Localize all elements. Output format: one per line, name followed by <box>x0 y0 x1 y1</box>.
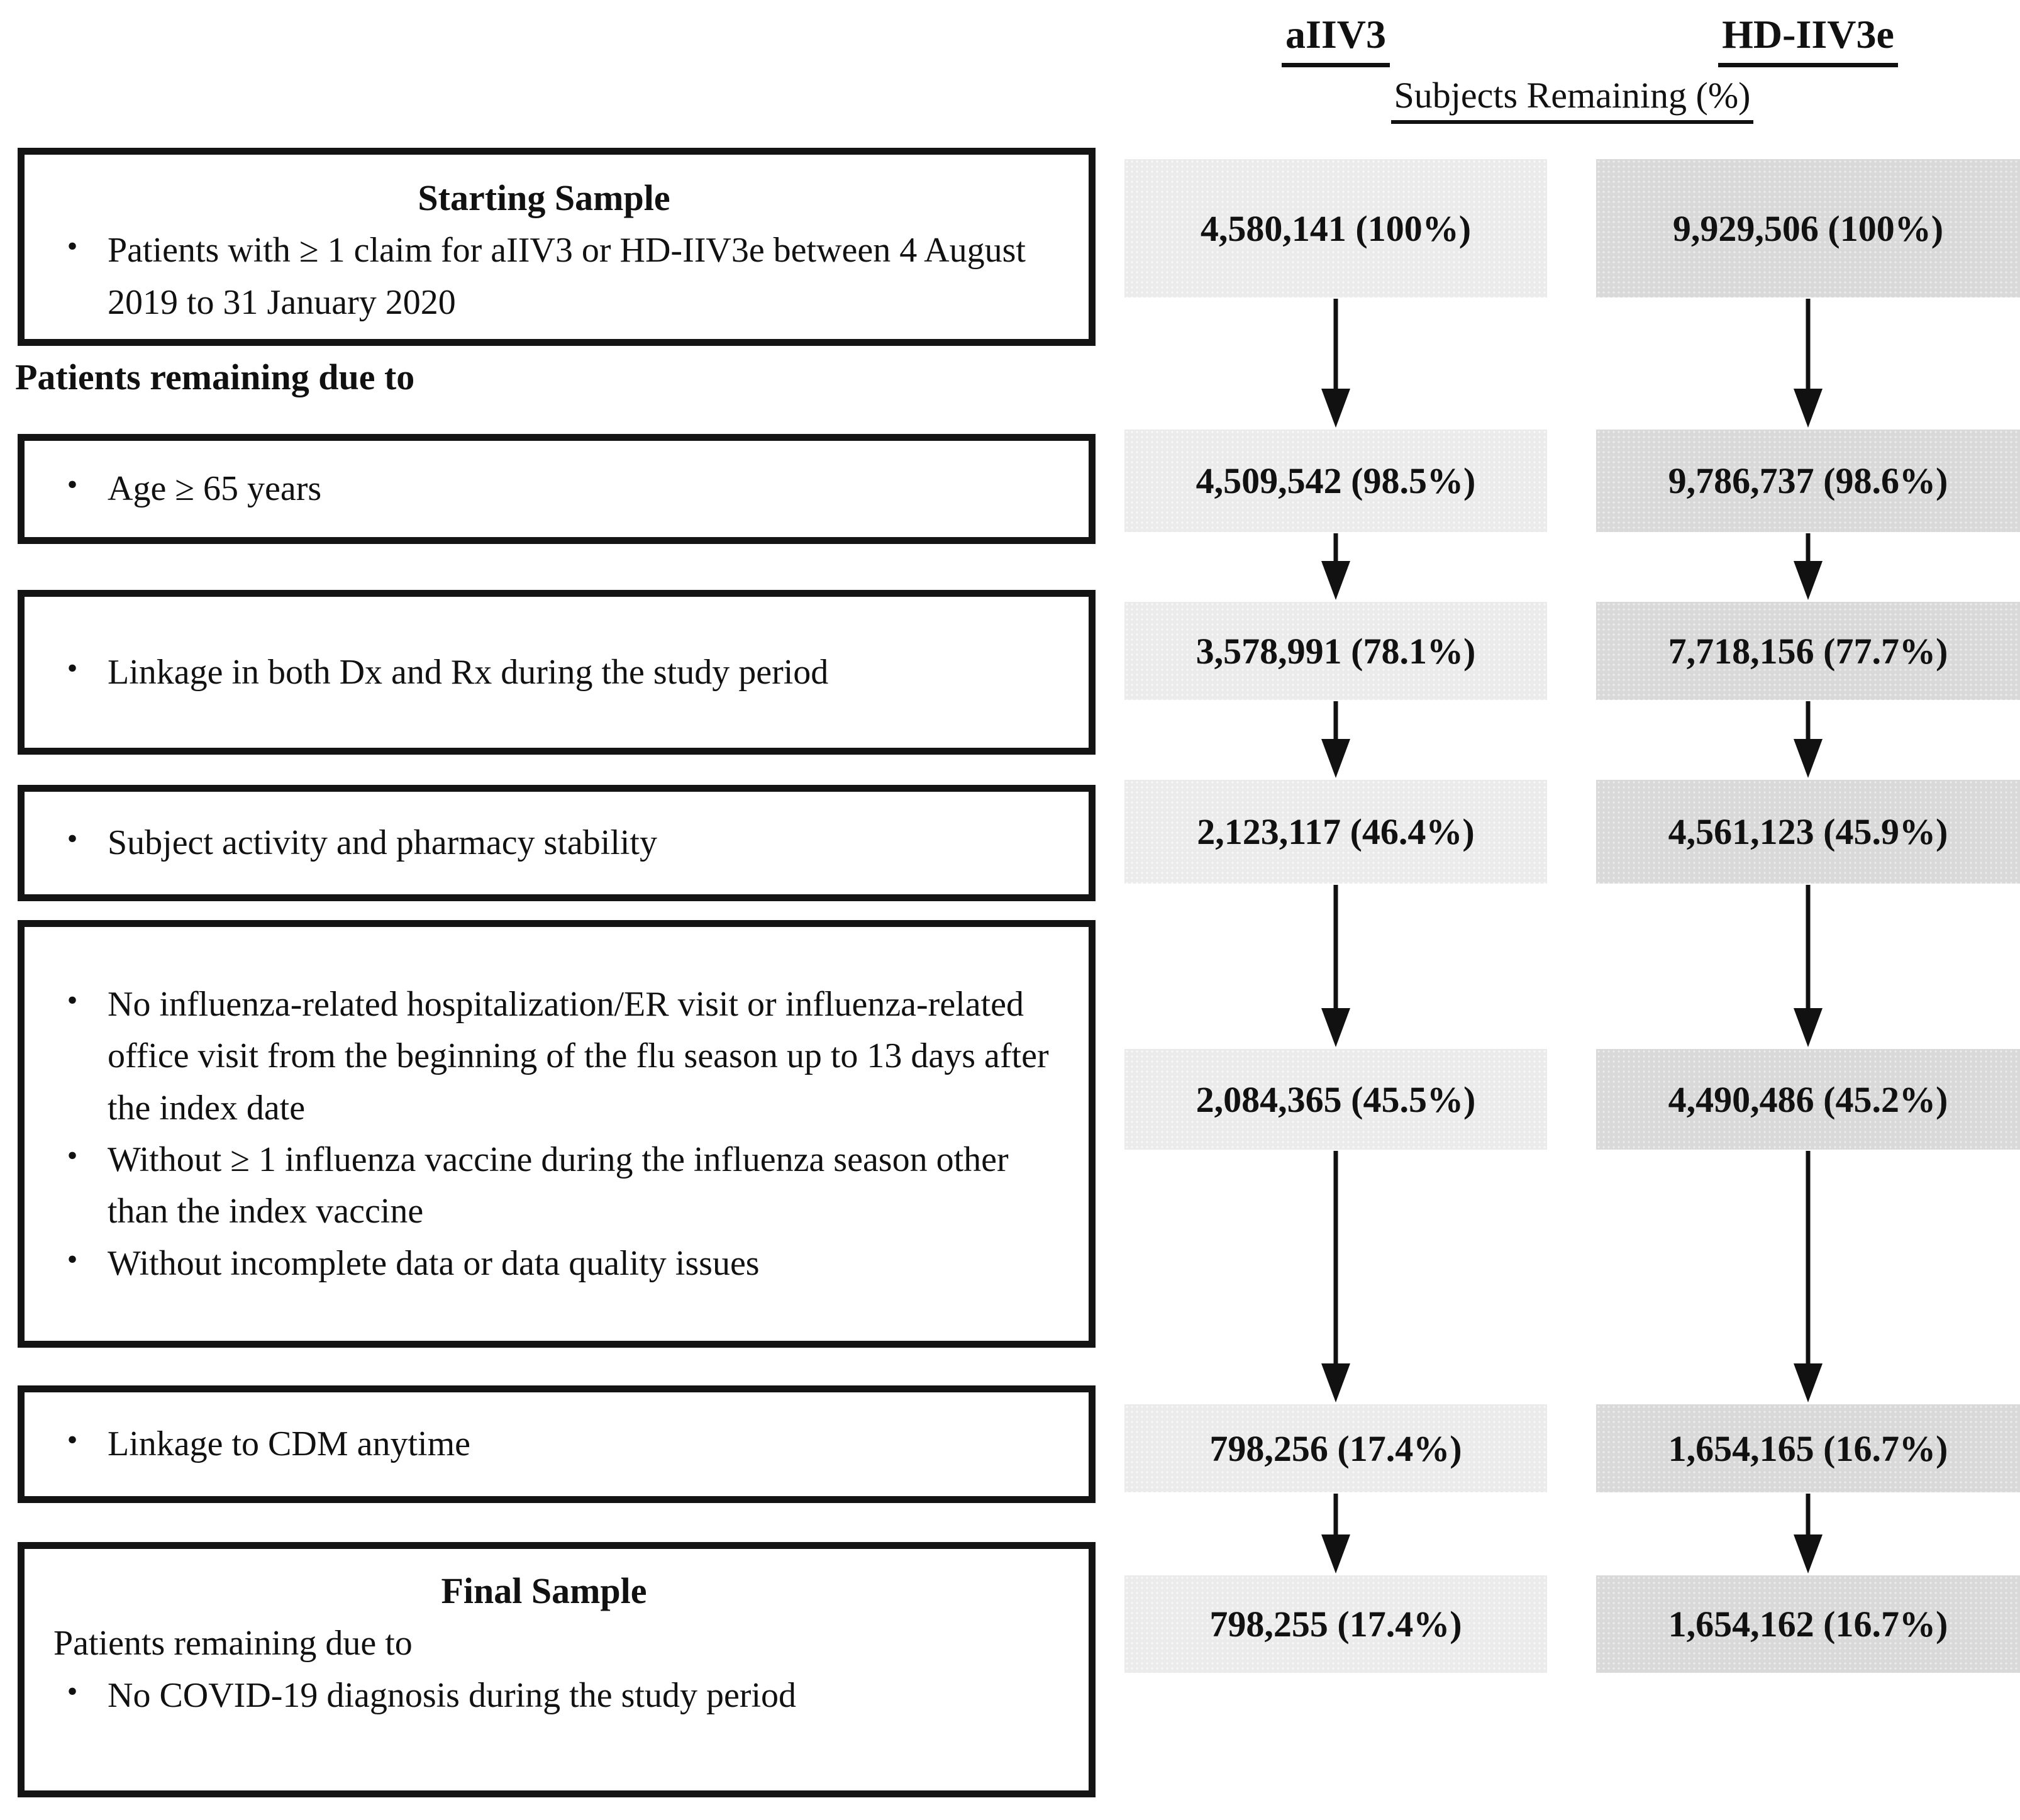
bullet-text: No COVID-19 diagnosis during the study p… <box>108 1675 797 1715</box>
bullet-icon: • <box>67 1674 78 1708</box>
criteria-bullet: • Subject activity and pharmacy stabilit… <box>37 817 1051 868</box>
criteria-box-starting-sample: Starting Sample • Patients with ≥ 1 clai… <box>18 148 1096 346</box>
value-box-hdiiv3e-linkage: 7,718,156 (77.7%) <box>1596 602 2020 700</box>
flow-arrow <box>1321 701 1350 778</box>
criteria-bullet: • Patients with ≥ 1 claim for aIIV3 or H… <box>37 225 1051 328</box>
bullet-text: Age ≥ 65 years <box>108 469 322 509</box>
flow-arrow <box>1794 533 1823 600</box>
value-box-hdiiv3e-activity: 4,561,123 (45.9%) <box>1596 780 2020 884</box>
flow-arrow <box>1321 1151 1350 1402</box>
bullet-icon: • <box>67 1139 78 1172</box>
flow-arrow <box>1321 533 1350 600</box>
patients-remaining-label: Patients remaining due to <box>15 357 415 397</box>
bullet-icon: • <box>67 651 78 685</box>
criteria-bullet: • No influenza-related hospitalization/E… <box>37 979 1051 1134</box>
criteria-bullet: • Without incomplete data or data qualit… <box>37 1238 1051 1289</box>
column-header-hdiiv3e: HD-IIV3e <box>1596 11 2020 67</box>
value-box-aiiv3-final: 798,255 (17.4%) <box>1124 1575 1547 1673</box>
value-box-hdiiv3e-starting: 9,929,506 (100%) <box>1596 159 2020 297</box>
criteria-box-subject-activity: • Subject activity and pharmacy stabilit… <box>18 785 1096 901</box>
criteria-bullet: • No COVID-19 diagnosis during the study… <box>37 1670 1051 1721</box>
bullet-text: Patients with ≥ 1 claim for aIIV3 or HD-… <box>108 231 1026 322</box>
flow-arrow <box>1794 885 1823 1047</box>
criteria-box-influenza-exclusions: • No influenza-related hospitalization/E… <box>18 920 1096 1348</box>
flow-arrow <box>1794 701 1823 778</box>
flow-arrow <box>1321 299 1350 428</box>
value-box-aiiv3-age: 4,509,542 (98.5%) <box>1124 430 1547 532</box>
value-box-aiiv3-linkage: 3,578,991 (78.1%) <box>1124 602 1547 700</box>
box-title: Starting Sample <box>418 177 670 218</box>
criteria-bullet: • Age ≥ 65 years <box>37 463 1051 514</box>
criteria-box-linkage-dx-rx: • Linkage in both Dx and Rx during the s… <box>18 590 1096 755</box>
criteria-box-age: • Age ≥ 65 years <box>18 434 1096 544</box>
bullet-icon: • <box>67 1423 78 1457</box>
box-title: Final Sample <box>441 1570 647 1611</box>
bullet-text: No influenza-related hospitalization/ER … <box>108 985 1049 1128</box>
final-sample-subtext: Patients remaining due to <box>53 1624 413 1663</box>
bullet-icon: • <box>67 984 78 1018</box>
bullet-icon: • <box>67 230 78 264</box>
bullet-text: Subject activity and pharmacy stability <box>108 823 657 863</box>
value-box-aiiv3-activity: 2,123,117 (46.4%) <box>1124 780 1547 884</box>
criteria-bullet: • Linkage in both Dx and Rx during the s… <box>37 646 1051 698</box>
bullet-text: Linkage to CDM anytime <box>108 1424 471 1464</box>
criteria-bullet: • Linkage to CDM anytime <box>37 1418 1051 1470</box>
bullet-icon: • <box>67 822 78 856</box>
value-box-aiiv3-cdm: 798,256 (17.4%) <box>1124 1404 1547 1492</box>
subjects-remaining-header: Subjects Remaining (%) <box>1124 74 2020 124</box>
flow-arrow <box>1321 885 1350 1047</box>
criteria-box-linkage-cdm: • Linkage to CDM anytime <box>18 1385 1096 1503</box>
value-box-aiiv3-starting: 4,580,141 (100%) <box>1124 159 1547 297</box>
value-box-hdiiv3e-influenza: 4,490,486 (45.2%) <box>1596 1049 2020 1150</box>
flow-arrow <box>1794 1494 1823 1573</box>
value-box-hdiiv3e-cdm: 1,654,165 (16.7%) <box>1596 1404 2020 1492</box>
value-box-hdiiv3e-age: 9,786,737 (98.6%) <box>1596 430 2020 532</box>
bullet-text: Without incomplete data or data quality … <box>108 1243 760 1283</box>
bullet-text: Without ≥ 1 influenza vaccine during the… <box>108 1140 1009 1231</box>
column-header-aiiv3: aIIV3 <box>1124 11 1547 67</box>
criteria-bullet: • Without ≥ 1 influenza vaccine during t… <box>37 1134 1051 1238</box>
bullet-icon: • <box>67 1242 78 1276</box>
value-box-hdiiv3e-final: 1,654,162 (16.7%) <box>1596 1575 2020 1673</box>
bullet-text: Linkage in both Dx and Rx during the stu… <box>108 652 829 692</box>
flow-arrow <box>1794 299 1823 428</box>
criteria-box-final-sample: Final Sample Patients remaining due to •… <box>18 1542 1096 1797</box>
flow-arrow <box>1794 1151 1823 1402</box>
value-box-aiiv3-influenza: 2,084,365 (45.5%) <box>1124 1049 1547 1150</box>
flow-arrow <box>1321 1494 1350 1573</box>
bullet-icon: • <box>67 468 78 502</box>
